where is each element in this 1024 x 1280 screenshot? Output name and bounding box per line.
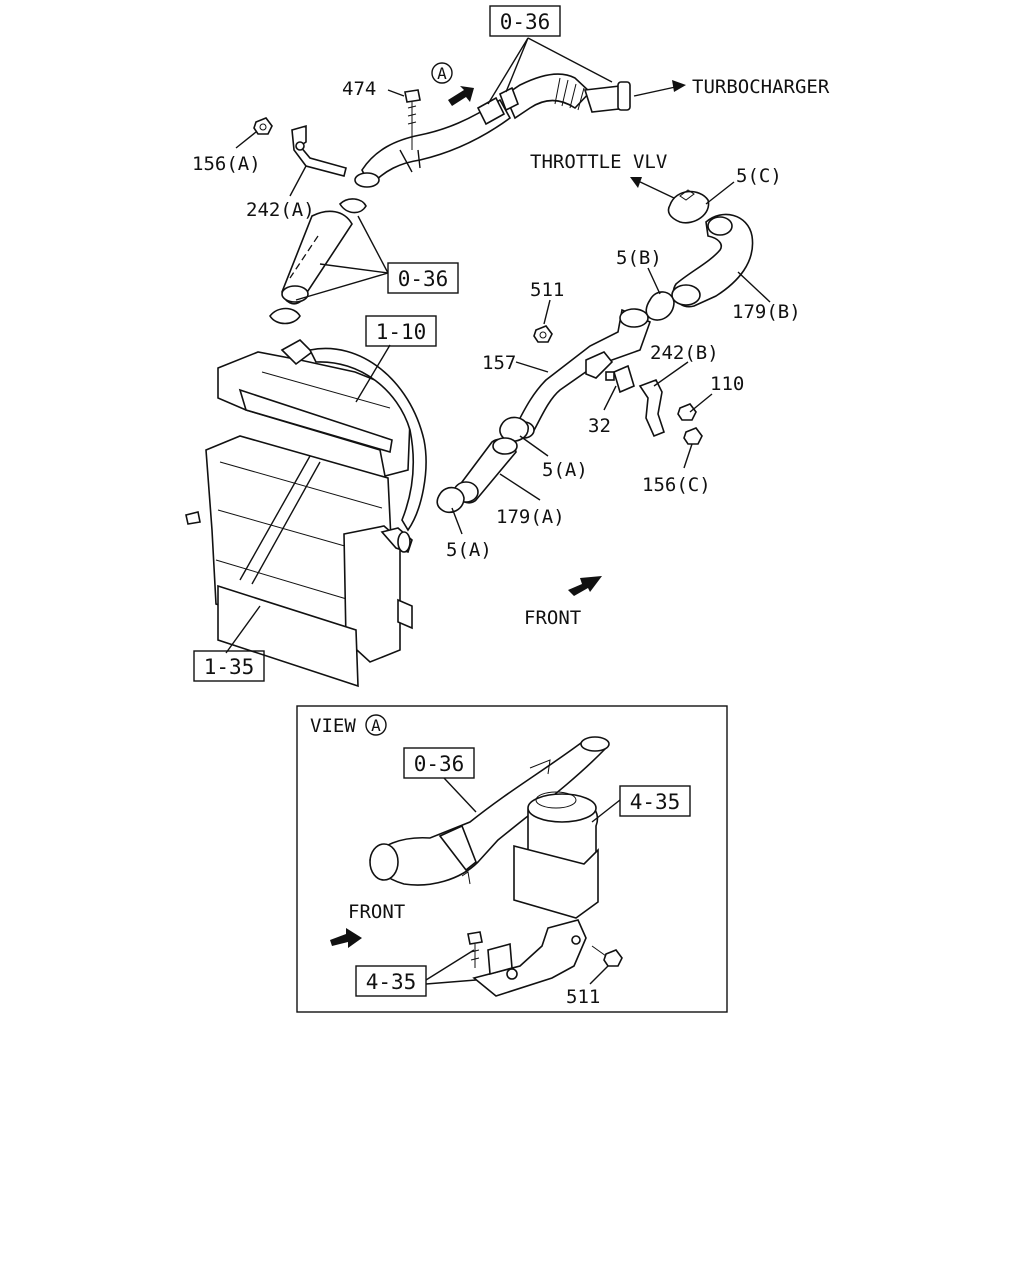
nut-110 — [677, 403, 697, 421]
label-turbocharger: TURBOCHARGER — [692, 76, 830, 98]
callout-0-36-left: 0-36 — [387, 262, 459, 294]
bracket-242b — [638, 378, 665, 438]
front-arrow-view — [330, 928, 362, 948]
label-156a: 156(A) — [192, 153, 261, 175]
hose-179a — [453, 437, 518, 504]
label-front-main: FRONT — [524, 607, 581, 629]
bracket-242a — [291, 124, 347, 177]
front-arrow-main — [568, 576, 602, 596]
clamp-5b — [645, 291, 675, 321]
nut-156a — [253, 117, 273, 135]
label-157: 157 — [482, 352, 516, 374]
callout-0-36-view — [403, 747, 475, 779]
hose-179b — [671, 213, 754, 308]
callout-4-35-bottom — [355, 965, 427, 997]
callout-1-35: 1-35 — [193, 650, 265, 682]
nut-156c — [683, 427, 703, 445]
upper-intake-pipe — [354, 73, 631, 188]
svg-text:A: A — [437, 64, 447, 83]
label-474: 474 — [342, 78, 376, 100]
label-5a-upper: 5(A) — [542, 459, 588, 481]
label-179b: 179(B) — [732, 301, 801, 323]
label-5c: 5(C) — [736, 165, 782, 187]
svg-text:0-36: 0-36 — [500, 10, 551, 34]
clamp-5c — [667, 189, 710, 224]
leader-lines — [225, 37, 771, 654]
svg-text:0-36: 0-36 — [414, 752, 465, 776]
svg-text:4-35: 4-35 — [366, 970, 417, 994]
svg-text:0-36: 0-36 — [398, 267, 449, 291]
view-a-marker-top: A — [431, 62, 453, 84]
svg-text:4-35: 4-35 — [630, 790, 681, 814]
callout-1-10: 1-10 — [365, 315, 437, 347]
view-a-frame — [296, 705, 728, 1013]
callout-4-35-right — [619, 785, 691, 817]
view-a-inset: VIEW A 0-36 4-35 4-35 — [296, 705, 728, 1013]
intercooler-assembly — [185, 339, 427, 688]
clamp-5a-upper — [499, 416, 529, 442]
nut-511 — [533, 325, 553, 343]
label-5b: 5(B) — [616, 247, 662, 269]
label-156c: 156(C) — [642, 474, 711, 496]
label-throttle-vlv: THROTTLE VLV — [530, 151, 667, 173]
label-511: 511 — [530, 279, 564, 301]
callout-0-36-top: 0-36 — [489, 5, 561, 37]
label-32: 32 — [588, 415, 611, 437]
label-511-view: 511 — [566, 986, 600, 1008]
view-a-arrow — [448, 86, 474, 106]
label-5a-lower: 5(A) — [446, 539, 492, 561]
clamp-5a-lower — [436, 486, 465, 514]
label-242b: 242(B) — [650, 342, 719, 364]
turbo-arrow — [633, 80, 686, 97]
label-179a: 179(A) — [496, 506, 565, 528]
mount-32 — [605, 364, 635, 394]
label-front-view: FRONT — [348, 901, 405, 923]
view-a-marker: A — [371, 716, 381, 735]
view-a-title: VIEW — [310, 715, 356, 737]
svg-text:1-10: 1-10 — [376, 320, 427, 344]
svg-text:1-35: 1-35 — [204, 655, 255, 679]
label-242a: 242(A) — [246, 199, 315, 221]
label-110: 110 — [710, 373, 744, 395]
throttle-arrow — [630, 177, 675, 199]
